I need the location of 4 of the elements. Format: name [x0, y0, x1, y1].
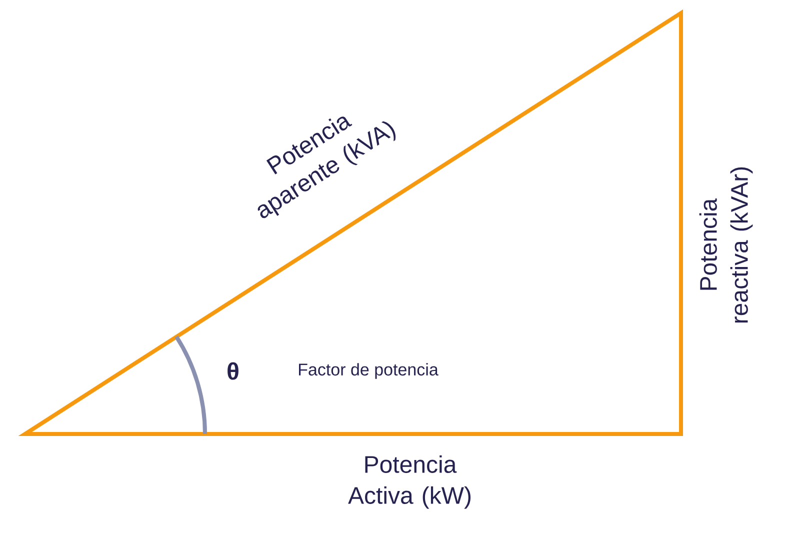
angle-label: Factor de potencia — [299, 363, 438, 379]
side-label: Potencia reactiva (kVAr) — [699, 167, 753, 323]
angle-symbol: θ — [228, 362, 238, 380]
side-label: Potencia Activa (kW) — [348, 455, 470, 509]
